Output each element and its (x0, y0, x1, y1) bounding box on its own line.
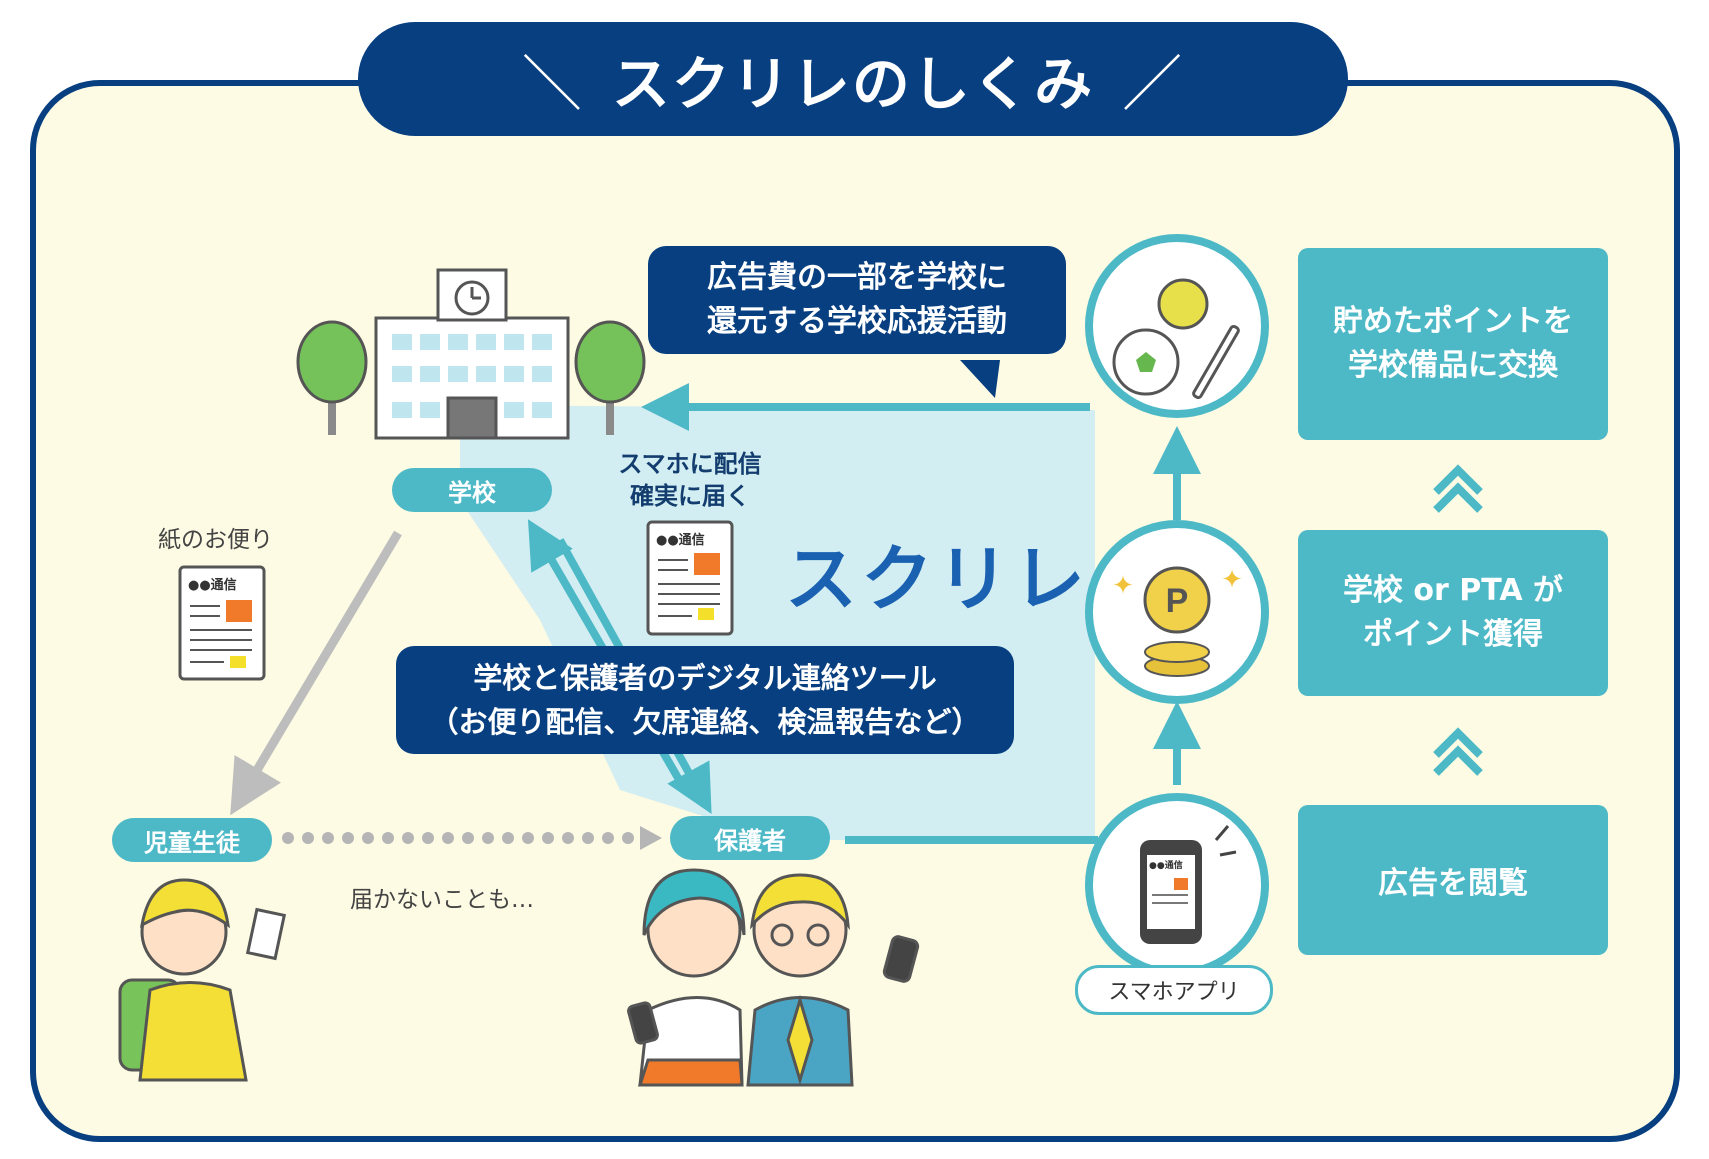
app-label: スマホアプリ (1075, 965, 1273, 1015)
coins-circle: P ✦ ✦ (1085, 520, 1269, 704)
smartphone-icon (1140, 825, 1237, 944)
digital-tool-line1: 学校と保護者のデジタル連絡ツール (473, 661, 937, 695)
ad-return-line2: 還元する学校応援活動 (707, 304, 1007, 339)
double-chevron-up-icon (1433, 464, 1483, 513)
sports-equipment-icon (1112, 278, 1240, 400)
student-label: 児童生徒 (112, 818, 272, 862)
svg-text:✦: ✦ (1112, 571, 1134, 601)
delivery-note-line1: スマホに配信 (618, 450, 762, 478)
digital-tool-bubble: 学校と保護者のデジタル連絡ツール （お便り配信、欠席連絡、検温報告など） (396, 646, 1014, 754)
title-deco-left: ＼ (521, 49, 584, 120)
tree-icon (296, 320, 368, 435)
title-banner: ＼ スクリレのしくみ ／ (358, 22, 1348, 136)
step-earn-line2: ポイント獲得 (1363, 617, 1543, 652)
step-exchange-line1: 貯めたポイントを (1333, 304, 1573, 339)
step-earn-points: 学校 or PTA が ポイント獲得 (1298, 530, 1608, 696)
brand-name: スクリレ (785, 537, 1090, 621)
tree-icon (574, 320, 646, 435)
letter-header: ●●通信 (188, 578, 237, 593)
page-title: スクリレのしくみ (611, 50, 1095, 118)
dotted-arrow-student-guardian (282, 826, 662, 850)
arrow-school-student (230, 530, 402, 816)
sports-circle (1085, 234, 1269, 418)
step-view-ads: 広告を閲覧 (1298, 805, 1608, 955)
letter-header: ●●通信 (656, 533, 705, 548)
newsletter-icon (646, 520, 734, 636)
paper-letter-label: 紙のお便り (158, 527, 273, 553)
may-not-arrive-note: 届かないことも… (350, 887, 534, 913)
svg-text:P: P (1166, 582, 1189, 620)
ad-return-bubble: 広告費の一部を学校に 還元する学校応援活動 (648, 246, 1066, 354)
delivery-note: スマホに配信 確実に届く (600, 448, 780, 512)
step-exchange-line2: 学校備品に交換 (1348, 348, 1558, 383)
student-icon (118, 878, 287, 1082)
parents-icon (627, 868, 920, 1087)
newsletter-icon (178, 565, 266, 681)
double-chevron-up-icon (1433, 727, 1483, 776)
point-coins-icon: P ✦ ✦ (1112, 565, 1243, 677)
svg-text:✦: ✦ (1221, 565, 1243, 595)
step-earn-line1: 学校 or PTA が (1342, 573, 1564, 608)
title-deco-right: ／ (1122, 49, 1185, 120)
school-label: 学校 (392, 468, 552, 512)
digital-tool-line2: （お便り配信、欠席連絡、検温報告など） (429, 705, 981, 739)
ad-return-line1: 広告費の一部を学校に (707, 260, 1007, 295)
bubble-tail (960, 360, 1000, 398)
app-letter-header: ●●通信 (1149, 861, 1183, 871)
school-windows (392, 334, 552, 418)
step-exchange-points: 貯めたポイントを 学校備品に交換 (1298, 248, 1608, 440)
delivery-note-line2: 確実に届く (630, 482, 750, 510)
guardian-label: 保護者 (670, 816, 830, 860)
app-circle (1085, 793, 1269, 977)
